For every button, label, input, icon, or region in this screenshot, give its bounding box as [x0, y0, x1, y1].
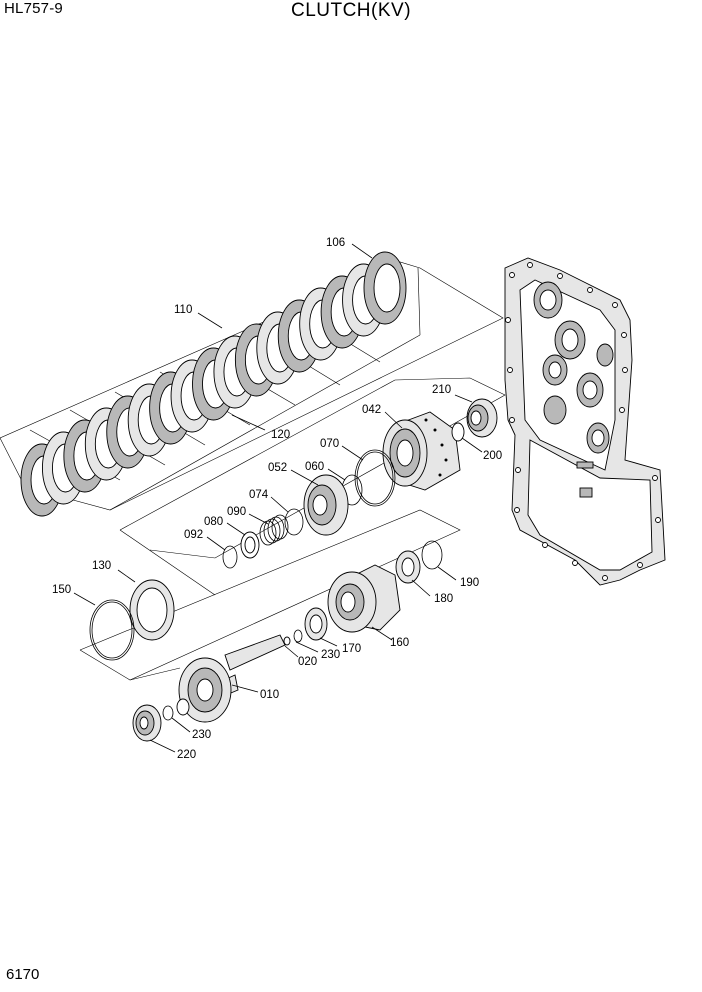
transmission-housing: [504, 257, 666, 586]
snap-ring-092: [222, 545, 238, 569]
label-130: 130: [92, 560, 111, 572]
leader-lines: [73, 243, 483, 753]
pin-020: [283, 636, 291, 646]
label-080: 080: [204, 516, 223, 528]
label-052: 052: [268, 462, 287, 474]
label-106: 106: [326, 237, 345, 249]
snap-ring-150: [89, 599, 135, 661]
label-180: 180: [434, 593, 453, 605]
label-210: 210: [432, 384, 451, 396]
piston-outline: [119, 377, 506, 596]
label-200: 200: [483, 450, 502, 462]
label-070: 070: [320, 438, 339, 450]
label-074: 074: [249, 489, 269, 501]
label-010: 010: [260, 689, 279, 701]
label-160: 160: [390, 637, 409, 649]
bearing-210: [466, 398, 498, 438]
label-230-lower: 230: [192, 729, 211, 741]
spring-090: [259, 514, 289, 546]
bearing-180: [395, 550, 421, 584]
ring-230-upper: [293, 629, 303, 643]
gear-160: [327, 564, 401, 633]
disc-bore: [373, 263, 401, 313]
o-ring-070: [354, 449, 396, 507]
label-170: 170: [342, 643, 361, 655]
part-number-labels: 106 110 120 130 150 042 070 060 052 074 …: [52, 237, 502, 761]
bearing-220: [132, 704, 162, 742]
ring-230-lower: [162, 705, 174, 721]
page-number: 6170: [6, 966, 40, 983]
label-060: 060: [305, 461, 324, 473]
label-190: 190: [460, 577, 479, 589]
clutch-disc-stack: [20, 251, 407, 517]
label-220: 220: [177, 749, 196, 761]
bearing-170: [304, 607, 328, 641]
label-150: 150: [52, 584, 71, 596]
label-120: 120: [271, 429, 290, 441]
label-042: 042: [362, 404, 381, 416]
piston-052: [303, 474, 349, 536]
label-090: 090: [227, 506, 246, 518]
snap-ring-190: [421, 540, 443, 570]
end-plate-130: [129, 579, 175, 641]
shaft-outline: [79, 509, 461, 681]
model-number: HL757-9: [4, 0, 63, 17]
washer-080: [240, 531, 260, 559]
label-110: 110: [174, 304, 192, 316]
ring-074: [284, 508, 304, 536]
label-092: 092: [184, 529, 203, 541]
label-230-upper: 230: [321, 649, 340, 661]
shaft-010: [176, 634, 286, 723]
label-020: 020: [298, 656, 317, 668]
page-title: CLUTCH(KV): [290, 0, 412, 21]
snap-ring-200: [451, 422, 465, 442]
clutch-drum-042: [382, 411, 461, 491]
